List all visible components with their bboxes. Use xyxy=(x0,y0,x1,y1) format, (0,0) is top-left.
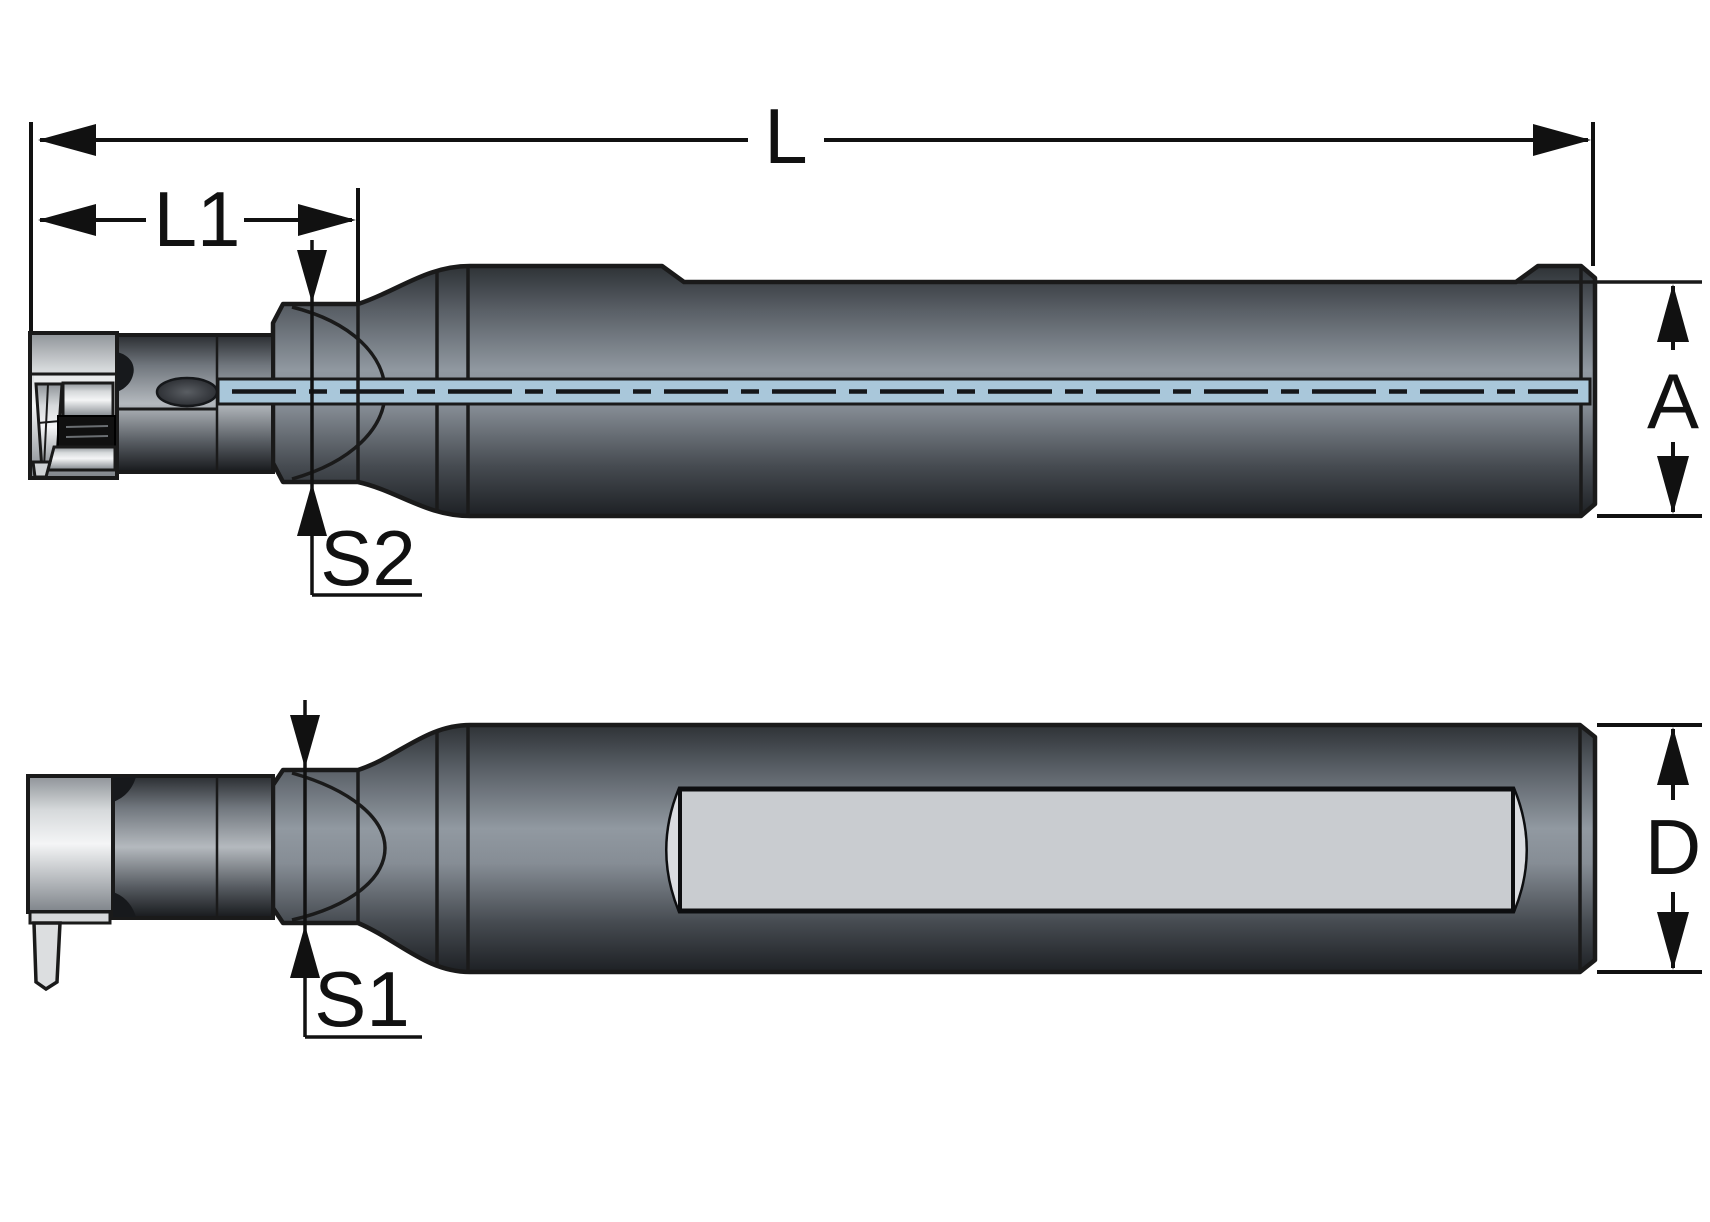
dimension-S2 xyxy=(297,240,422,597)
arrow-up xyxy=(290,925,320,978)
head-finger-line xyxy=(43,383,49,469)
head-bottom-tail xyxy=(31,460,52,479)
head-body xyxy=(26,774,115,914)
flat-cap-left xyxy=(667,789,680,911)
arrow-down xyxy=(1657,456,1689,514)
arrow-up xyxy=(1657,727,1689,785)
insert-seat xyxy=(57,415,116,448)
arrow-up xyxy=(1657,284,1689,342)
dimension-D xyxy=(1597,723,1702,974)
arrow-down xyxy=(290,715,320,768)
label-L1: L1 xyxy=(154,175,241,263)
arrow-left xyxy=(38,204,96,236)
arrow-right xyxy=(1533,124,1591,156)
clamp-notch xyxy=(117,352,134,392)
cutter-head-side xyxy=(28,331,134,480)
label-D: D xyxy=(1645,803,1701,891)
clamp-notch-top xyxy=(113,777,136,802)
insert-holder-strip xyxy=(28,910,112,925)
grooving-insert xyxy=(32,921,62,992)
arrow-down xyxy=(1657,912,1689,970)
insert-edge-1 xyxy=(65,425,109,428)
head-finger-tick xyxy=(37,420,61,424)
arrow-left xyxy=(38,124,96,156)
dimension-S1 xyxy=(290,700,422,1039)
label-L: L xyxy=(764,92,807,180)
head-lower-block xyxy=(46,445,117,472)
top-view-side-elevation: L L1 S2 A xyxy=(28,92,1702,602)
insert-edge-2 xyxy=(65,435,109,438)
arrow-right xyxy=(298,204,356,236)
arrow-up xyxy=(297,483,327,536)
label-S1: S1 xyxy=(314,955,409,1043)
coolant-exit-hole xyxy=(155,376,219,408)
bottom-view-flat-side: S1 D xyxy=(26,700,1702,1043)
flat-face xyxy=(665,786,1528,914)
flat-cap-right xyxy=(1513,789,1526,911)
blend-fillet-arc xyxy=(291,771,387,922)
label-S2: S2 xyxy=(320,514,415,602)
collar-flat xyxy=(111,774,275,920)
label-A: A xyxy=(1647,357,1699,445)
dimension-L1 xyxy=(38,188,360,302)
dimension-A xyxy=(1597,284,1702,518)
dimension-L xyxy=(29,122,1595,331)
arrow-down xyxy=(297,250,327,303)
head-column xyxy=(61,381,115,419)
clamp-notch-bottom xyxy=(113,892,136,917)
cutter-head-flat xyxy=(26,774,136,992)
head-shim-band xyxy=(34,376,114,382)
shank-flat xyxy=(665,786,1528,914)
